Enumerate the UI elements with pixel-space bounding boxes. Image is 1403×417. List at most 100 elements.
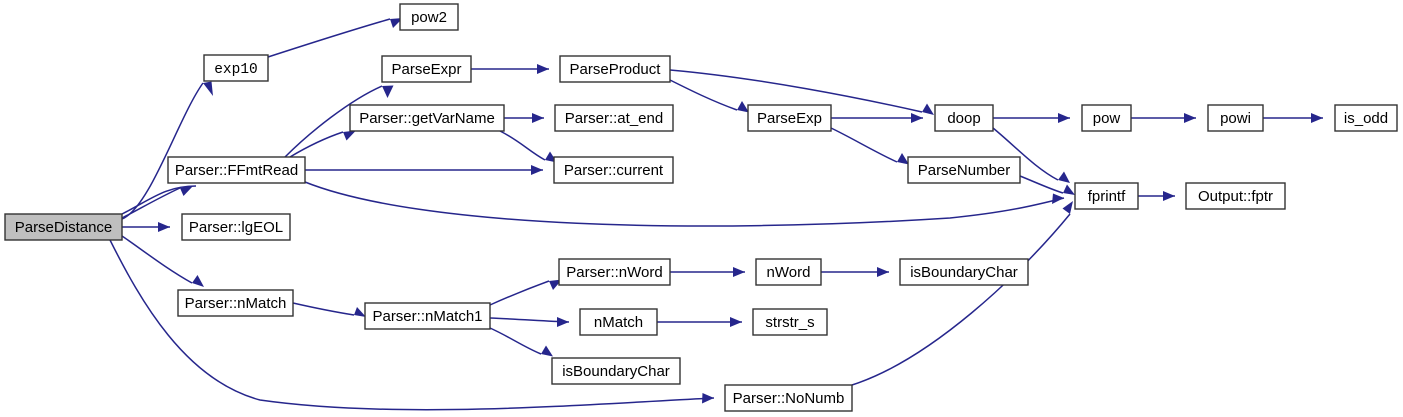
node-box[interactable] (558, 258, 671, 286)
node-ParsernMatch1[interactable]: Parser::nMatch1 (364, 302, 491, 330)
node-box[interactable] (181, 213, 291, 241)
node-ParsernMatch[interactable]: Parser::nMatch (177, 289, 294, 317)
node-box[interactable] (755, 258, 822, 286)
arrowhead-icon (733, 267, 745, 277)
edge-nMatch-to-strstr_s (657, 317, 742, 327)
arrowhead-icon (203, 81, 213, 96)
arrowhead-icon (911, 113, 923, 123)
edge-exp10-to-pow2 (267, 18, 403, 58)
node-box[interactable] (554, 104, 674, 132)
arrowhead-icon (1058, 171, 1070, 183)
arrowhead-icon (537, 64, 549, 74)
node-box[interactable] (1074, 182, 1139, 210)
node-box[interactable] (364, 302, 491, 330)
node-box[interactable] (177, 289, 294, 317)
edge-ParseDistance-to-ParserNoNumb (109, 239, 715, 411)
arrowhead-icon (922, 103, 934, 115)
node-box[interactable] (724, 384, 853, 412)
node-box[interactable] (579, 308, 658, 336)
edge-ParseExp-to-doop (831, 113, 923, 123)
node-exp10[interactable]: exp10 (203, 54, 269, 82)
edge-ParsernMatch1-to-isBoundaryCharBottom (489, 327, 553, 357)
node-box[interactable] (381, 55, 472, 83)
node-ParserNoNumb[interactable]: Parser::NoNumb (724, 384, 853, 412)
arrowhead-icon (897, 153, 909, 165)
node-box[interactable] (399, 3, 459, 31)
node-ParseDistance[interactable]: ParseDistance (4, 213, 123, 241)
edge-ParsergetVarName-to-Parserat_end (504, 113, 544, 123)
node-strstr_s[interactable]: strstr_s (752, 308, 828, 336)
arrowhead-icon (702, 393, 714, 404)
node-isBoundaryCharBottom[interactable]: isBoundaryChar (551, 357, 681, 385)
node-nWord[interactable]: nWord (755, 258, 822, 286)
edge-line (499, 130, 546, 161)
node-ParseNumber[interactable]: ParseNumber (907, 156, 1021, 184)
node-isBoundaryCharTop[interactable]: isBoundaryChar (899, 258, 1029, 286)
arrowhead-icon (180, 186, 193, 196)
node-ParseExpr[interactable]: ParseExpr (381, 55, 472, 83)
edge-line (121, 82, 204, 220)
node-box[interactable] (899, 258, 1029, 286)
node-box[interactable] (203, 54, 269, 82)
node-box[interactable] (1207, 104, 1264, 132)
arrowhead-icon (877, 267, 889, 277)
edge-powi-to-is_odd (1263, 113, 1323, 123)
edge-line (284, 85, 383, 158)
node-box[interactable] (934, 104, 994, 132)
node-Outputfptr[interactable]: Output::fptr (1185, 182, 1286, 210)
edge-ParserNoNumb-to-fprintf (851, 201, 1073, 386)
node-box[interactable] (559, 55, 671, 83)
edge-ParsergetVarName-to-Parsercurrent (499, 130, 557, 163)
edge-ParseDistance-to-fprintf (121, 185, 197, 215)
node-box[interactable] (747, 104, 832, 132)
edge-ParsernWord-to-nWord (670, 267, 745, 277)
node-Parsercurrent[interactable]: Parser::current (553, 156, 674, 184)
arrowhead-icon (1058, 113, 1070, 123)
edge-ParsernMatch-to-ParsernMatch1 (292, 302, 366, 317)
node-ParseProduct[interactable]: ParseProduct (559, 55, 671, 83)
edge-ParserFFmtRead-to-ParsergetVarName (289, 130, 356, 158)
node-box[interactable] (1185, 182, 1286, 210)
edge-fprintf-to-Outputfptr (1138, 191, 1175, 201)
node-box[interactable] (1334, 104, 1398, 132)
node-doop[interactable]: doop (934, 104, 994, 132)
node-box[interactable] (1081, 104, 1132, 132)
arrowhead-icon (343, 130, 356, 141)
edge-line (992, 127, 1059, 181)
node-Parserat_end[interactable]: Parser::at_end (554, 104, 674, 132)
node-box[interactable] (349, 104, 505, 132)
edge-ParseDistance-to-ParserlgEOL (122, 222, 170, 232)
node-is_odd[interactable]: is_odd (1334, 104, 1398, 132)
node-powi[interactable]: powi (1207, 104, 1264, 132)
edge-line (830, 127, 898, 163)
node-pow[interactable]: pow (1081, 104, 1132, 132)
node-box[interactable] (553, 156, 674, 184)
node-nMatch[interactable]: nMatch (579, 308, 658, 336)
arrowhead-icon (354, 307, 366, 317)
node-ParsergetVarName[interactable]: Parser::getVarName (349, 104, 505, 132)
edges-layer (109, 18, 1323, 411)
node-box[interactable] (551, 357, 681, 385)
edge-line (669, 79, 738, 111)
edge-line (489, 280, 550, 306)
edge-line (121, 187, 181, 219)
edge-ParseExp-to-ParseNumber (830, 127, 909, 165)
arrowhead-icon (737, 101, 749, 113)
node-ParseExp[interactable]: ParseExp (747, 104, 832, 132)
node-ParsernWord[interactable]: Parser::nWord (558, 258, 671, 286)
edge-doop-to-fprintf (992, 127, 1070, 183)
node-box[interactable] (907, 156, 1021, 184)
node-box[interactable] (167, 156, 306, 184)
node-fprintf[interactable]: fprintf (1074, 182, 1139, 210)
edge-ParseExpr-to-ParseProduct (471, 64, 549, 74)
edge-line (267, 18, 391, 58)
edge-ParseDistance-to-exp10 (121, 81, 213, 220)
edge-pow-to-powi (1131, 113, 1196, 123)
arrowhead-icon (382, 85, 394, 98)
node-ParserFFmtRead[interactable]: Parser::FFmtRead (167, 156, 306, 184)
node-ParserlgEOL[interactable]: Parser::lgEOL (181, 213, 291, 241)
node-pow2[interactable]: pow2 (399, 3, 459, 31)
node-box[interactable] (4, 213, 123, 241)
node-box[interactable] (752, 308, 828, 336)
arrowhead-icon (532, 113, 544, 123)
